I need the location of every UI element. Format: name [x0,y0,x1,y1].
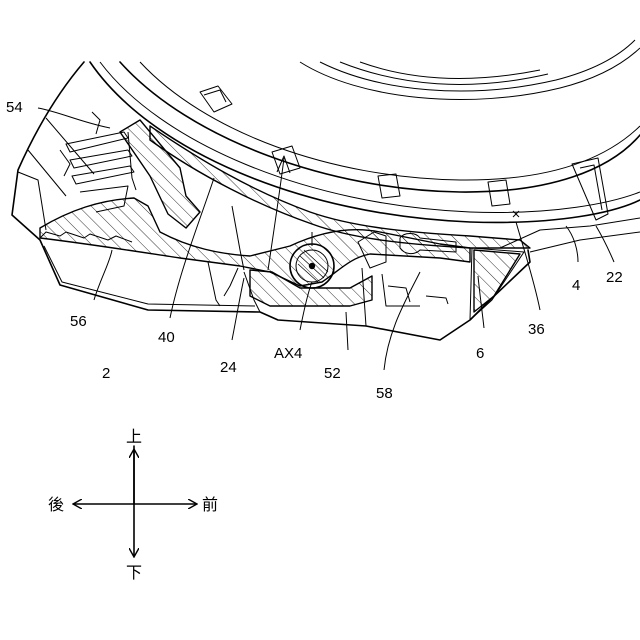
label-54: 54 [6,99,23,116]
label-front: 前 [202,495,218,514]
label-58: 58 [376,385,393,402]
label-ax4: AX4 [274,345,302,362]
label-6: 6 [476,345,484,362]
label-up: 上 [126,427,142,446]
label-36: 36 [528,321,545,338]
label-56: 56 [70,313,87,330]
spring-fingers [60,112,134,212]
label-rear: 後 [48,495,64,514]
label-down: 下 [126,563,142,582]
label-2: 2 [102,365,110,382]
label-4: 4 [572,277,580,294]
label-22: 22 [606,269,623,286]
label-24: 24 [220,359,237,376]
label-40: 40 [158,329,175,346]
direction-legend: 上 下 後 前 [48,427,218,582]
label-52: 52 [324,365,341,382]
